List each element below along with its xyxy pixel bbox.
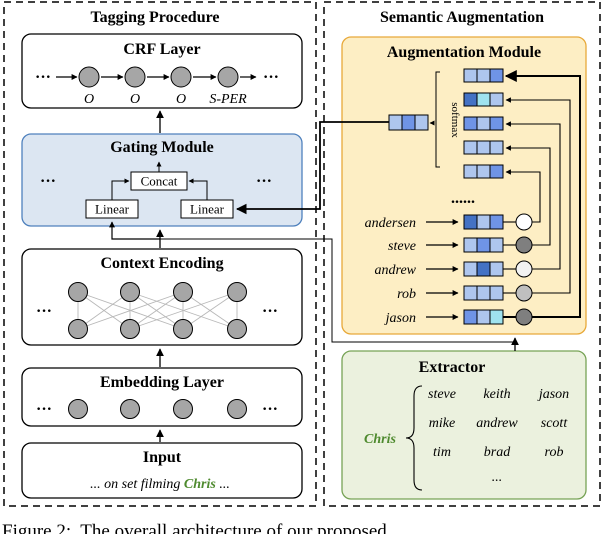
context-node xyxy=(68,282,88,302)
context-network xyxy=(77,291,238,330)
candidate-word: mike xyxy=(429,416,455,431)
weighted-vector xyxy=(463,164,504,179)
context-node xyxy=(68,319,88,339)
crf-chain xyxy=(56,66,257,88)
crf-ellipsis-right: ··· xyxy=(263,69,279,86)
word-vector xyxy=(463,237,504,253)
concat-label: Concat xyxy=(141,174,178,189)
augment-words: andersen steve andrew rob jason xyxy=(365,216,417,326)
weighted-vectors xyxy=(463,68,504,179)
candidate-word: keith xyxy=(483,387,510,402)
weighted-vector xyxy=(463,68,504,83)
context-node xyxy=(120,319,140,339)
augmentation-to-gating-arrow xyxy=(235,121,389,215)
crf-ellipsis-left: ··· xyxy=(35,69,51,86)
crf-layer-box xyxy=(21,33,303,109)
weight-circle xyxy=(515,308,533,326)
input-text-after: ... xyxy=(219,477,230,492)
augmentation-module-title: Augmentation Module xyxy=(387,44,541,61)
weight-circle xyxy=(515,260,533,278)
input-text-before: ... on set filming xyxy=(90,477,180,492)
candidate-word: tim xyxy=(433,445,451,460)
weighted-vector xyxy=(463,116,504,131)
weight-circle xyxy=(515,284,533,302)
input-sentence: ... on set filming Chris ... xyxy=(90,477,230,492)
input-box xyxy=(21,442,303,499)
candidate-word: steve xyxy=(428,387,456,402)
candidate-word: brad xyxy=(484,445,511,460)
word-vector xyxy=(463,309,504,325)
augment-word: jason xyxy=(384,311,416,326)
augmentation-module-box xyxy=(341,36,587,335)
semantic-augmentation-panel xyxy=(323,1,601,507)
embedding-layer-title: Embedding Layer xyxy=(100,374,224,391)
aggregated-vector xyxy=(388,114,429,131)
candidate-word: rob xyxy=(545,445,564,460)
candidate-more: ... xyxy=(492,470,503,485)
crf-node xyxy=(170,66,192,88)
candidate-word: jason xyxy=(537,387,569,402)
candidate-word: scott xyxy=(541,416,569,431)
crf-layer-title: CRF Layer xyxy=(123,41,200,58)
weighted-vector xyxy=(463,92,504,107)
context-node xyxy=(173,282,193,302)
gating-module-title: Gating Module xyxy=(110,139,214,156)
extractor-title: Extractor xyxy=(419,359,486,376)
embedding-node xyxy=(120,399,140,419)
augment-word: steve xyxy=(388,239,416,254)
tagging-procedure-panel xyxy=(3,1,317,507)
word-vectors xyxy=(463,214,504,325)
embedding-ellipsis-right: ··· xyxy=(262,401,278,418)
extractor-box xyxy=(341,350,587,500)
crf-tag: O xyxy=(84,92,94,107)
context-encoding-title: Context Encoding xyxy=(100,255,223,272)
gating-ellipsis-right: ··· xyxy=(256,173,272,190)
figure-caption: Figure 2: The overall architecture of ou… xyxy=(2,521,387,534)
crf-tag: O xyxy=(176,92,186,107)
candidate-grid: steve keith jason mike andrew scott tim … xyxy=(428,387,569,485)
word-vector xyxy=(463,214,504,230)
context-node xyxy=(120,282,140,302)
context-ellipsis-left: ··· xyxy=(36,303,52,320)
linear-left-label: Linear xyxy=(95,202,130,217)
context-to-augmentation-link xyxy=(160,238,515,343)
weighted-vector xyxy=(463,140,504,155)
input-highlight-word: Chris xyxy=(184,477,216,492)
augment-word: andersen xyxy=(365,216,416,231)
crf-tag: S-PER xyxy=(209,92,247,107)
context-node xyxy=(173,319,193,339)
context-node xyxy=(227,319,247,339)
tagging-procedure-title: Tagging Procedure xyxy=(90,9,219,26)
gating-ellipsis-left: ··· xyxy=(40,173,56,190)
augment-word: rob xyxy=(397,287,416,302)
embedding-node xyxy=(173,399,193,419)
context-to-gating-arrow xyxy=(109,221,160,240)
crf-node xyxy=(78,66,100,88)
context-ellipsis-right: ··· xyxy=(262,303,278,320)
candidate-word: andrew xyxy=(476,416,518,431)
weight-circle xyxy=(515,213,533,231)
weight-circle xyxy=(515,236,533,254)
context-nodes xyxy=(68,282,247,339)
context-node xyxy=(227,282,247,302)
linear-right-label: Linear xyxy=(190,202,225,217)
semantic-augmentation-title: Semantic Augmentation xyxy=(380,9,544,26)
softmax-bracket xyxy=(435,71,440,168)
embedding-node xyxy=(68,399,88,419)
augment-word: andrew xyxy=(375,263,417,278)
embedding-node xyxy=(227,399,247,419)
word-vector xyxy=(463,285,504,301)
embedding-ellipsis-left: ··· xyxy=(36,401,52,418)
crf-node xyxy=(217,66,239,88)
crf-node xyxy=(124,66,146,88)
input-title: Input xyxy=(143,449,182,466)
extractor-query-word: Chris xyxy=(364,432,396,447)
word-vector xyxy=(463,261,504,277)
augmentation-dots: ...... xyxy=(451,190,475,207)
extractor-brace xyxy=(405,385,423,491)
softmax-label: softmax xyxy=(449,102,461,138)
crf-tag: O xyxy=(130,92,140,107)
